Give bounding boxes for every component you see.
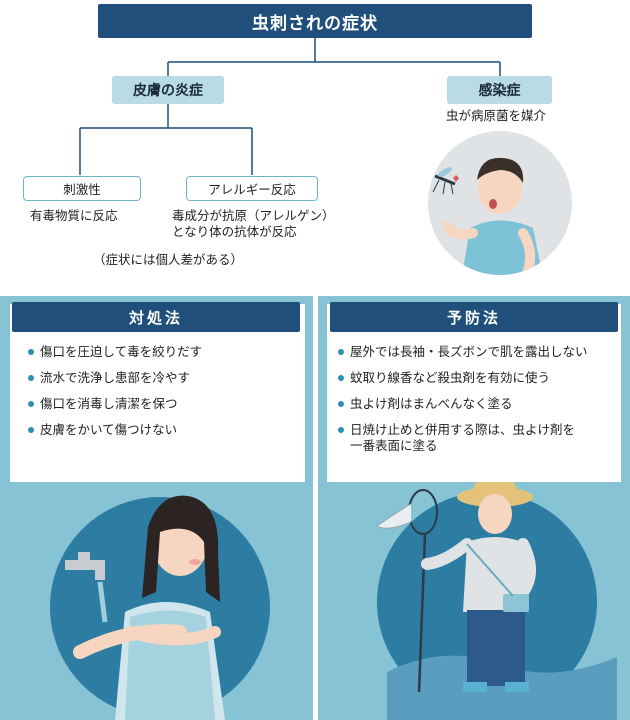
- prevention-item: 日焼け止めと併用する際は、虫よけ剤を 一番表面に塗る: [338, 422, 588, 454]
- prevention-item-line2: 一番表面に塗る: [350, 438, 438, 453]
- prevention-item: 蚊取り線香など殺虫剤を有効に使う: [338, 370, 588, 386]
- individual-difference-note: （症状には個人差がある）: [93, 252, 244, 267]
- irritant-description: 有毒物質に反応: [30, 208, 118, 223]
- mosquito-boy-illustration: [428, 131, 572, 275]
- treatment-item: 傷口を消毒し清潔を保つ: [28, 396, 202, 412]
- page-title: 虫刺されの症状: [98, 4, 532, 38]
- treatment-panel-body: [10, 304, 305, 482]
- infection-description: 虫が病原菌を媒介: [446, 108, 547, 123]
- treatment-item: 傷口を圧迫して毒を絞りだす: [28, 344, 202, 360]
- faucet-icon: [65, 552, 108, 623]
- tree-connectors: [79, 38, 501, 175]
- inflammation-label: 皮膚の炎症: [112, 76, 224, 104]
- treatment-item: 皮膚をかいて傷つけない: [28, 422, 202, 438]
- prevention-item: 屋外では長袖・長ズボンで肌を露出しない: [338, 344, 588, 360]
- allergic-description-line2: となり体の抗体が反応: [172, 224, 297, 239]
- infection-label: 感染症: [447, 76, 552, 104]
- mosquito-icon: [432, 167, 456, 195]
- allergic-label: アレルギー反応: [186, 176, 318, 201]
- prevention-item: 虫よけ剤はまんべんなく塗る: [338, 396, 588, 412]
- prevention-item-line1: 日焼け止めと併用する際は、虫よけ剤を: [350, 422, 576, 437]
- allergic-description-line1: 毒成分が抗原（アレルゲン）: [172, 208, 335, 223]
- treatment-item: 流水で洗浄し患部を冷やす: [28, 370, 202, 386]
- treatment-heading: 対処法: [12, 302, 300, 332]
- prevention-heading: 予防法: [330, 302, 618, 332]
- bug-net-boy-illustration: [376, 482, 617, 720]
- irritant-label: 刺激性: [23, 176, 141, 201]
- prevention-list: 屋外では長袖・長ズボンで肌を露出しない 蚊取り線香など殺虫剤を有効に使う 虫よけ…: [338, 344, 588, 454]
- washing-girl-illustration: [50, 495, 270, 720]
- treatment-list: 傷口を圧迫して毒を絞りだす 流水で洗浄し患部を冷やす 傷口を消毒し清潔を保つ 皮…: [28, 344, 202, 448]
- prevention-panel-body: [327, 304, 621, 482]
